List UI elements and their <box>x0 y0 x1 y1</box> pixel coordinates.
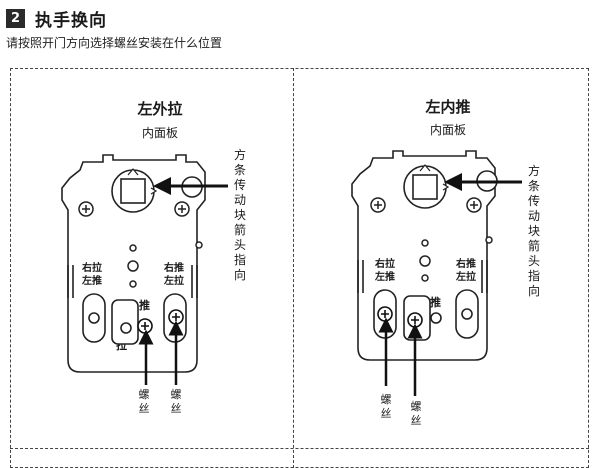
panel-1-holes <box>127 241 203 288</box>
panel-1-lock-plate <box>61 154 206 373</box>
panel-2-subtitle: 内面板 <box>429 123 466 137</box>
panel-2-direction-label: 方条传动块箭头指向 <box>527 164 540 298</box>
panel-1-left-slot-label: 右拉左推 <box>82 263 102 287</box>
panel-1-screw-label-2: 螺丝 <box>170 388 182 415</box>
panel-2-left-slot-label: 右拉左推 <box>375 259 395 283</box>
panel-2-holes <box>419 236 493 282</box>
section-title: 执手换向 <box>35 10 107 31</box>
panel-divider <box>293 68 294 468</box>
panel-1-push-label: 推 <box>139 299 150 312</box>
bottom-dashed-line <box>10 448 589 449</box>
panel-1-spindle <box>111 168 203 213</box>
lock-diagrams <box>61 150 522 396</box>
panel-2-right-slot-label: 右推左拉 <box>456 259 476 283</box>
panel-1-screw-label-1: 螺丝 <box>138 388 150 415</box>
panel-1-pull-label: 拉 <box>116 339 127 352</box>
panel-1-title: 左外拉 <box>137 100 183 118</box>
panel-1-right-slot-label: 右推左拉 <box>164 263 184 287</box>
panel-1-mount-screws <box>78 201 190 217</box>
panel-2-mount-screws <box>370 197 482 213</box>
panel-2-push-label: 推 <box>430 296 441 309</box>
panel-2-screw-label-1: 螺丝 <box>380 393 392 420</box>
panel-1-subtitle: 内面板 <box>141 126 178 140</box>
panel-2-title: 左内推 <box>425 98 471 116</box>
step-number-badge: 2 <box>6 8 25 28</box>
panel-2-screw-label-2: 螺丝 <box>410 400 422 427</box>
instruction-text: 请按照开门方向选择螺丝安装在什么位置 <box>6 36 223 50</box>
panel-1-direction-label: 方条传动块箭头指向 <box>233 148 246 282</box>
panel-2-lock-plate <box>351 150 496 361</box>
section-header: 2 执手换向 <box>6 6 107 31</box>
panel-2-spindle <box>403 164 498 209</box>
